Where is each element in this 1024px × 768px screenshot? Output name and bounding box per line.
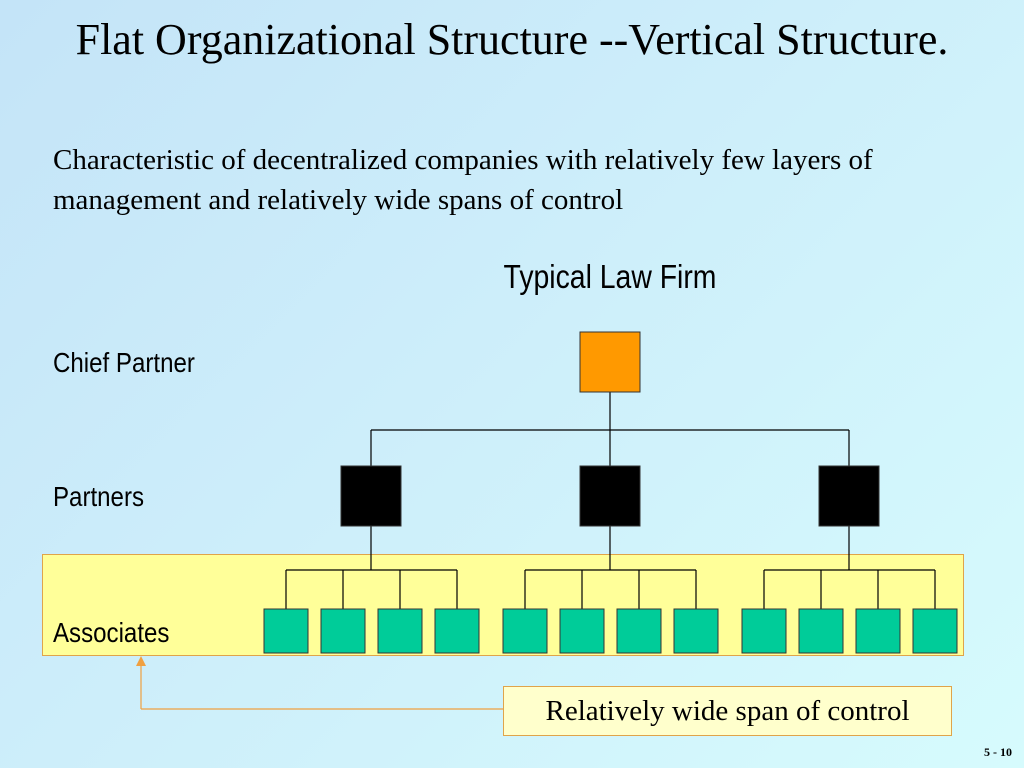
slide-title: Flat Organizational Structure --Vertical…: [75, 15, 949, 64]
associate-node: [502, 608, 548, 654]
associate-node: [434, 608, 480, 654]
associate-node: [741, 608, 787, 654]
associate-node: [559, 608, 605, 654]
partner-node: [818, 465, 880, 527]
span-of-control-callout: Relatively wide span of control: [503, 686, 952, 736]
partner-node: [340, 465, 402, 527]
page-number: 5 - 10: [984, 745, 1012, 759]
slide-subtitle: Characteristic of decentralized companie…: [53, 144, 873, 216]
level-label-chief-partner: Chief Partner: [53, 347, 195, 378]
org-nodes: [263, 331, 958, 654]
associate-node: [616, 608, 662, 654]
chief-partner-node: [579, 331, 641, 393]
callout-arrow-head: [136, 656, 146, 666]
diagram-title: Typical Law Firm: [503, 258, 717, 295]
associate-node: [855, 608, 901, 654]
level-label-partners: Partners: [53, 481, 145, 512]
associate-node: [377, 608, 423, 654]
callout-arrow: [136, 656, 503, 710]
connector-lines: [285, 392, 936, 609]
partner-node: [579, 465, 641, 527]
associate-node: [673, 608, 719, 654]
associate-node: [912, 608, 958, 654]
associate-node: [320, 608, 366, 654]
level-label-associates: Associates: [53, 617, 170, 648]
associate-node: [263, 608, 309, 654]
associate-node: [798, 608, 844, 654]
